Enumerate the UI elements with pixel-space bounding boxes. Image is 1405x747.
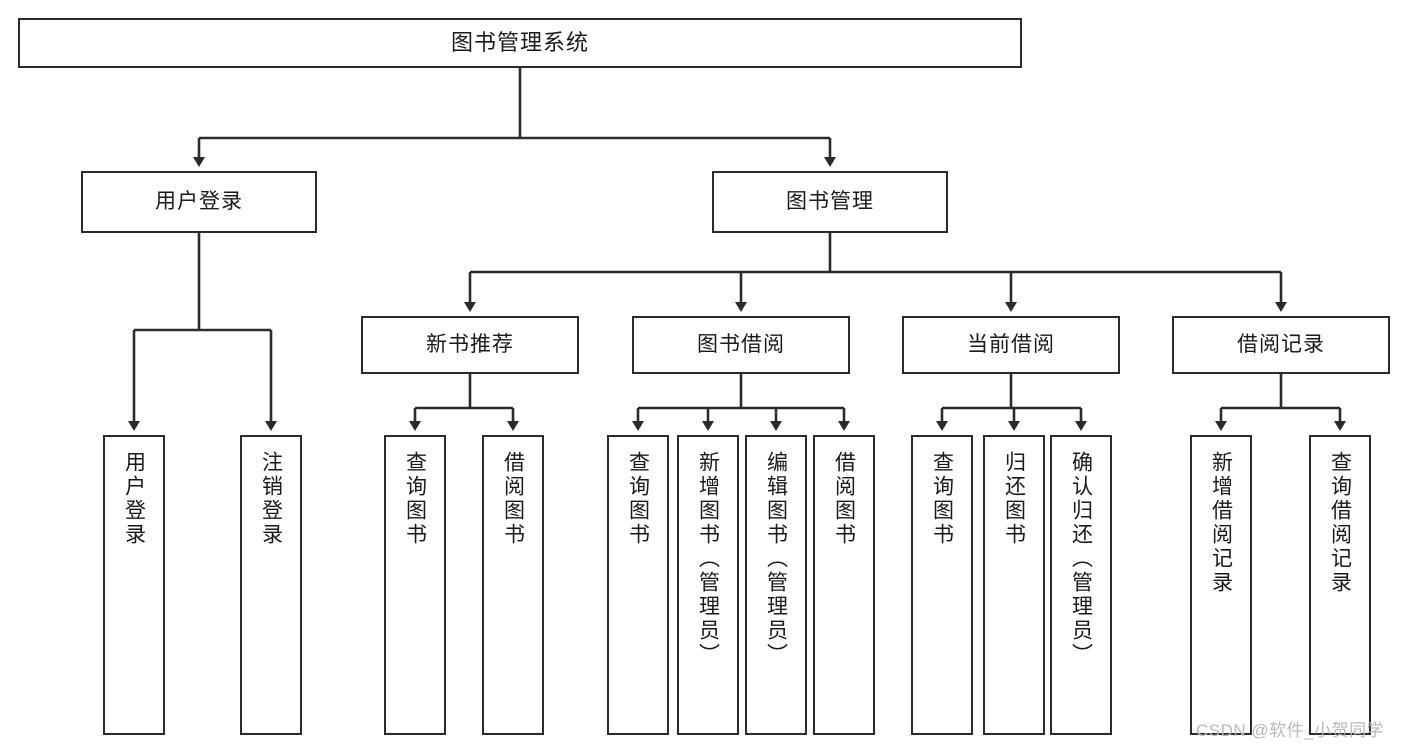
node-leaf-borrow-book-label: 借阅图书	[832, 451, 856, 547]
node-borrow-record[interactable]: 借阅记录	[1172, 316, 1390, 374]
node-leaf-user-login[interactable]: 用户登录	[103, 435, 165, 735]
node-leaf-confirm-return-admin[interactable]: 确认归还（管理员）	[1050, 435, 1112, 735]
node-new-book-rec-label: 新书推荐	[426, 332, 514, 356]
node-leaf-return-book-label: 归还图书	[1002, 451, 1026, 547]
watermark-csdn: CSDN @软件_小贺同学	[1196, 721, 1385, 740]
node-leaf-edit-book-admin[interactable]: 编辑图书（管理员）	[745, 435, 807, 735]
node-leaf-borrow-book-rec[interactable]: 借阅图书	[482, 435, 544, 735]
node-leaf-query-book-borrow-label: 查询图书	[626, 451, 650, 547]
node-leaf-add-borrow-record[interactable]: 新增借阅记录	[1190, 435, 1252, 735]
node-root-label: 图书管理系统	[450, 30, 589, 56]
node-leaf-query-book-rec[interactable]: 查询图书	[384, 435, 446, 735]
node-book-manage-label: 图书管理	[786, 189, 874, 213]
node-current-borrow-label: 当前借阅	[967, 332, 1055, 356]
node-book-borrow[interactable]: 图书借阅	[632, 316, 850, 374]
node-leaf-logout-label: 注销登录	[259, 451, 283, 547]
node-current-borrow[interactable]: 当前借阅	[902, 316, 1120, 374]
node-leaf-edit-book-admin-label: 编辑图书（管理员）	[764, 451, 788, 667]
node-leaf-query-borrow-record[interactable]: 查询借阅记录	[1309, 435, 1371, 735]
node-leaf-add-borrow-record-label: 新增借阅记录	[1209, 451, 1233, 595]
node-leaf-return-book[interactable]: 归还图书	[983, 435, 1045, 735]
node-leaf-query-borrow-record-label: 查询借阅记录	[1328, 451, 1352, 595]
node-leaf-query-book-current-label: 查询图书	[930, 451, 954, 547]
node-leaf-confirm-return-admin-label: 确认归还（管理员）	[1069, 451, 1093, 667]
node-book-borrow-label: 图书借阅	[697, 332, 785, 356]
node-book-manage[interactable]: 图书管理	[712, 171, 948, 233]
node-leaf-query-book-rec-label: 查询图书	[403, 451, 427, 547]
node-leaf-add-book-admin-label: 新增图书（管理员）	[696, 451, 720, 667]
node-leaf-query-book-current[interactable]: 查询图书	[911, 435, 973, 735]
node-user-login-label: 用户登录	[155, 189, 243, 213]
node-leaf-borrow-book[interactable]: 借阅图书	[813, 435, 875, 735]
node-root[interactable]: 图书管理系统	[18, 18, 1022, 68]
node-leaf-add-book-admin[interactable]: 新增图书（管理员）	[677, 435, 739, 735]
node-new-book-rec[interactable]: 新书推荐	[361, 316, 579, 374]
node-leaf-user-login-label: 用户登录	[122, 451, 146, 547]
node-leaf-borrow-book-rec-label: 借阅图书	[501, 451, 525, 547]
node-leaf-query-book-borrow[interactable]: 查询图书	[607, 435, 669, 735]
node-borrow-record-label: 借阅记录	[1237, 332, 1325, 356]
node-leaf-logout[interactable]: 注销登录	[240, 435, 302, 735]
node-user-login[interactable]: 用户登录	[81, 171, 317, 233]
